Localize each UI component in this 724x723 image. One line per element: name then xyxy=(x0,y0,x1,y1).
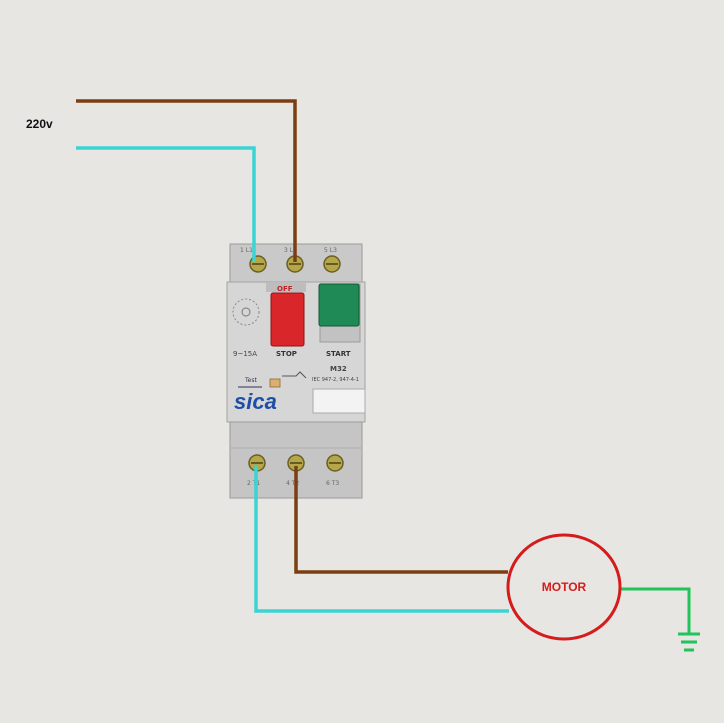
model-label: M32 xyxy=(330,365,347,373)
screw-terminal-icon xyxy=(326,454,344,472)
bottom-terminal-label: 6 T3 xyxy=(326,480,339,487)
neutral-supply-wire xyxy=(76,146,256,262)
test-button[interactable] xyxy=(269,378,281,388)
label-plate xyxy=(312,388,366,414)
earth-wire xyxy=(620,587,691,634)
stop-button[interactable] xyxy=(270,292,305,347)
test-label: Test xyxy=(244,377,257,384)
screw-terminal-icon xyxy=(287,454,305,472)
start-label: START xyxy=(326,350,351,358)
phase-motor-wire xyxy=(294,466,508,574)
motor-protection-breaker: 1 L1 3 L2 5 L3 9~15A OFF STOP START M32 … xyxy=(226,243,366,499)
top-terminal-label: 1 L1 xyxy=(240,247,253,254)
start-button[interactable] xyxy=(318,283,360,327)
ground-symbol-icon xyxy=(678,632,700,652)
top-terminal-label: 3 L2 xyxy=(284,247,297,254)
screw-terminal-icon xyxy=(323,255,341,273)
phase-supply-wire xyxy=(76,99,297,262)
motor-circle xyxy=(506,533,622,641)
neutral-motor-wire xyxy=(254,466,509,613)
bottom-terminal-label: 4 T2 xyxy=(286,480,299,487)
motor-label: MOTOR xyxy=(542,580,587,594)
current-range-label: 9~15A xyxy=(233,350,257,358)
brand-logo: sica xyxy=(234,389,277,414)
stop-label: STOP xyxy=(276,350,297,358)
standard-label: IEC 947-2, 947-4-1 xyxy=(312,377,359,383)
bottom-terminal-label: 2 T1 xyxy=(247,480,260,487)
dial-icon xyxy=(232,298,260,326)
supply-voltage-label: 220v xyxy=(26,117,53,131)
off-label: OFF xyxy=(277,285,293,293)
top-terminal-label: 5 L3 xyxy=(324,247,337,254)
